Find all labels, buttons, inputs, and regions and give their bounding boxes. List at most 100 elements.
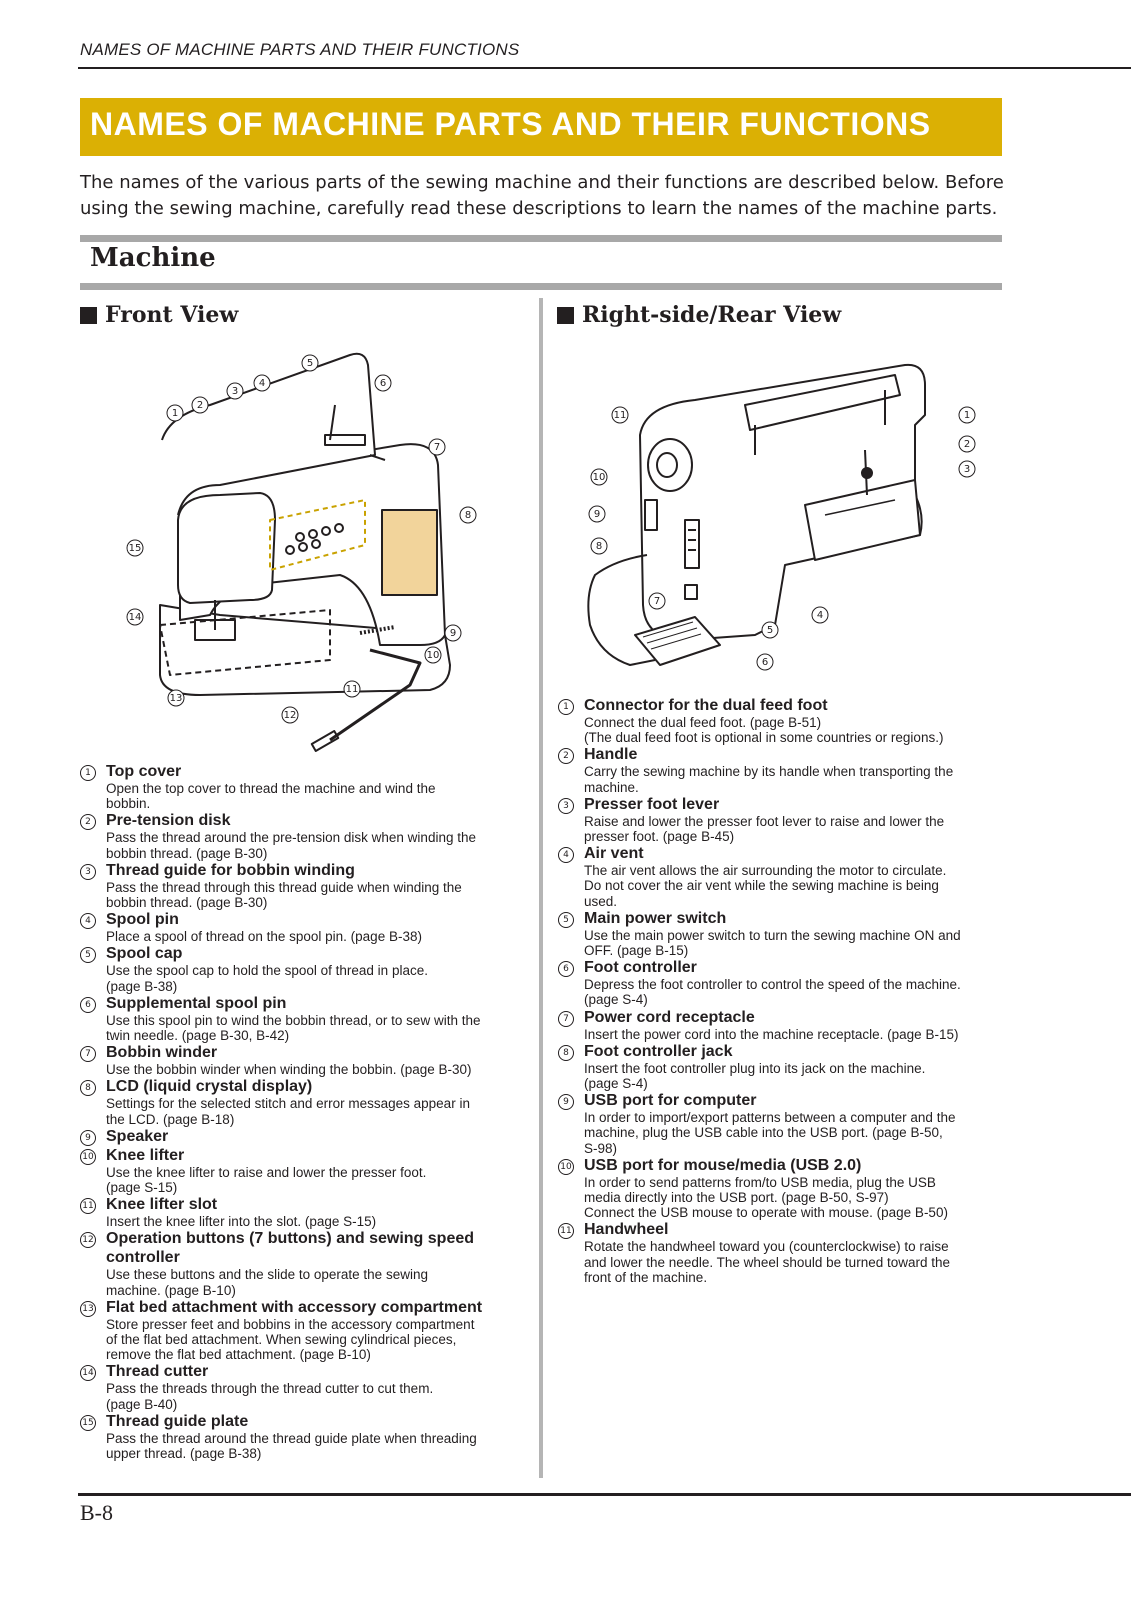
part-number-badge: 7: [558, 1010, 574, 1027]
callout-2-label: 2: [197, 400, 203, 411]
part-number-badge: 4: [80, 913, 96, 930]
part-item: 12 Operation buttons (7 buttons) and sewi…: [80, 1229, 530, 1298]
part-number-badge: 3: [558, 797, 574, 814]
part-number-badge: 2: [80, 814, 96, 831]
callout-5: 5: [301, 354, 319, 372]
rear-callout-6: 6: [756, 653, 774, 671]
rear-callout-7-label: 7: [654, 596, 660, 607]
callout-14: 14: [126, 608, 144, 626]
part-name: Knee lifter slot: [106, 1196, 218, 1214]
part-name: Thread guide for bobbin winding: [106, 861, 355, 879]
part-name: Pre-tension disk: [106, 812, 231, 830]
part-name: Thread guide plate: [106, 1412, 249, 1430]
rear-callout-8: 8: [590, 537, 608, 555]
rear-callout-10: 10: [590, 468, 608, 486]
rear-callout-8-label: 8: [596, 541, 602, 552]
part-name: USB port for mouse/media (USB 2.0): [584, 1156, 862, 1174]
part-item: 10 USB port for mouse/media (USB 2.0)In o…: [558, 1156, 1018, 1221]
rear-callout-4-label: 4: [817, 610, 823, 621]
part-description: Carry the sewing machine by its handle w…: [584, 764, 954, 795]
rear-callout-11-label: 11: [614, 410, 627, 421]
part-number-badge: 14: [80, 1365, 96, 1382]
footer-rule: [78, 1493, 1131, 1496]
part-number-badge: 1: [80, 765, 96, 781]
callout-7: 7: [428, 438, 446, 456]
part-name: Presser foot lever: [584, 795, 720, 813]
part-description: Rotate the handwheel toward you (counter…: [584, 1239, 951, 1285]
part-number-badge: 10: [80, 1148, 96, 1165]
callout-15-label: 15: [129, 543, 142, 554]
callout-14-label: 14: [129, 612, 142, 623]
running-header: NAMES OF MACHINE PARTS AND THEIR FUNCTIO…: [80, 40, 520, 59]
part-number-badge: 1: [558, 699, 574, 715]
rear-view-illustration: 1 2 3 4 5 6 7 8 9 10 11: [587, 363, 976, 671]
callout-1-label: 1: [172, 408, 178, 419]
part-description: Settings for the selected stitch and err…: [106, 1096, 470, 1127]
part-number-badge: 12: [80, 1232, 96, 1249]
callout-13: 13: [167, 689, 185, 707]
callout-8-label: 8: [465, 510, 471, 521]
rear-view-title: Right-side/Rear View: [582, 302, 842, 328]
part-description: Store presser feet and bobbins in the ac…: [106, 1316, 475, 1363]
part-number-badge: 5: [558, 911, 574, 928]
part-name: Handle: [584, 746, 638, 764]
callout-6-label: 6: [380, 378, 386, 389]
part-description: Pass the thread around the pre-tension d…: [106, 830, 476, 861]
callout-2: 2: [191, 396, 209, 414]
callout-6: 6: [374, 374, 392, 392]
part-number-badge: 8: [80, 1080, 96, 1097]
part-description: Raise and lower the presser foot lever t…: [584, 813, 945, 845]
callout-11: 11: [343, 680, 361, 698]
part-description: Pass the thread through this thread guid…: [106, 879, 462, 911]
part-name: Operation buttons (7 buttons) and sewing…: [106, 1230, 475, 1267]
rear-callout-11: 11: [611, 406, 629, 424]
part-description: Connect the dual feed foot. (page B-51) …: [584, 715, 944, 746]
section-rule-bottom: [80, 283, 1002, 290]
rear-callout-6-label: 6: [762, 657, 768, 668]
callout-10: 10: [424, 646, 442, 664]
part-description: Open the top cover to thread the machine…: [106, 781, 436, 812]
callout-9-label: 9: [450, 628, 456, 639]
part-name: Main power switch: [584, 909, 727, 927]
rear-callout-4: 4: [811, 606, 829, 624]
part-name: LCD (liquid crystal display): [106, 1078, 313, 1096]
title-bar: NAMES OF MACHINE PARTS AND THEIR FUNCTIO…: [80, 98, 1002, 156]
part-description: Insert the foot controller plug into its…: [584, 1060, 926, 1092]
part-number-badge: 13: [80, 1300, 96, 1317]
part-number-badge: 10: [558, 1158, 574, 1175]
callout-12-label: 12: [284, 710, 297, 721]
part-description: Use the spool cap to hold the spool of t…: [106, 963, 428, 994]
part-number-badge: 6: [558, 961, 574, 978]
rear-callout-9-label: 9: [594, 509, 600, 520]
part-name: Top cover: [106, 763, 182, 780]
front-view-title: Front View: [105, 302, 239, 328]
part-description: Use these buttons and the slide to opera…: [106, 1267, 428, 1298]
callout-15: 15: [126, 539, 144, 557]
callout-10-label: 10: [427, 650, 440, 661]
part-description: The air vent allows the air surrounding …: [584, 863, 947, 909]
page-title: NAMES OF MACHINE PARTS AND THEIR FUNCTIO…: [90, 106, 931, 142]
part-number-badge: 4: [558, 847, 574, 864]
part-description: In order to send patterns from/to USB me…: [584, 1174, 948, 1221]
part-name: Flat bed attachment with accessory compa…: [106, 1298, 483, 1316]
rear-callout-1-label: 1: [964, 410, 970, 421]
column-divider: [539, 298, 543, 1478]
part-number-badge: 2: [558, 748, 574, 765]
section-rule-top: [80, 235, 1002, 242]
section-heading: Machine: [90, 243, 216, 273]
part-name: USB port for computer: [584, 1092, 757, 1110]
header-rule: [78, 67, 1131, 69]
part-number-badge: 5: [80, 947, 96, 964]
